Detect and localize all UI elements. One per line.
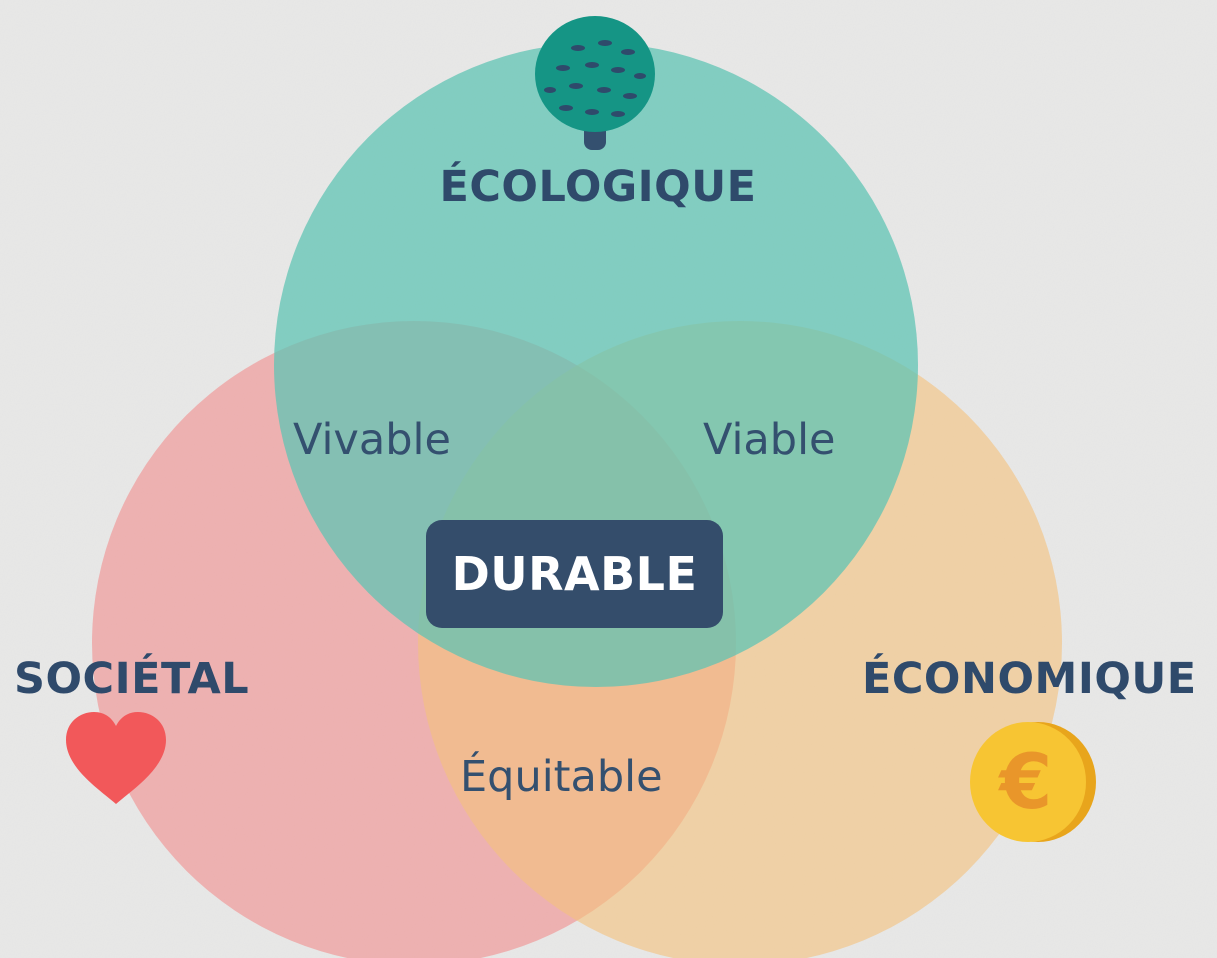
label-ecologique: ÉCOLOGIQUE xyxy=(439,162,757,212)
heart-icon xyxy=(66,712,166,804)
label-societal: SOCIÉTAL xyxy=(14,654,250,704)
tree-icon xyxy=(535,16,655,150)
svg-text:€: € xyxy=(998,737,1053,826)
label-durable: DURABLE xyxy=(451,547,698,601)
label-vivable: Vivable xyxy=(293,415,451,465)
label-viable: Viable xyxy=(703,415,836,465)
label-equitable: Équitable xyxy=(460,752,663,802)
euro-coin-icon: € xyxy=(970,722,1096,842)
durable-badge: DURABLE xyxy=(426,520,723,628)
label-economique: ÉCONOMIQUE xyxy=(862,654,1197,704)
